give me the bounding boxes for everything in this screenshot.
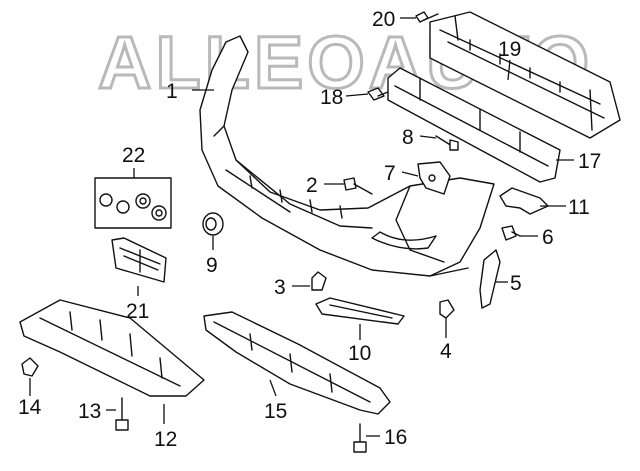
callout-3: 3 [274,276,286,299]
callout-17: 17 [578,150,601,173]
callout-19: 19 [498,38,521,61]
part-21-license-bracket [111,237,167,283]
part-17-bumper-reinforcement [387,67,561,183]
part-22-clip-kit [94,177,172,229]
part-15-air-deflector [203,311,391,415]
fastener-18-push-pin [367,87,389,101]
part-5-side-bracket [479,249,501,309]
fastener-13-bolt [115,397,129,431]
fastener-4-clip [439,299,455,319]
part-10-lower-grille [315,297,405,325]
callout-15: 15 [264,400,287,423]
callout-8: 8 [402,126,414,149]
callout-4: 4 [440,340,452,363]
part-7-bracket [417,161,451,195]
callout-14: 14 [18,396,42,419]
callout-1: 1 [166,80,178,103]
callout-21: 22 [122,144,145,167]
fastener-14-clip [21,357,39,377]
callout-10: 10 [348,342,371,365]
callout-11: 11 [568,196,590,219]
callout-2: 2 [306,174,318,197]
callout-9: 9 [206,254,218,277]
fastener-16-bolt [353,423,367,453]
callout-5: 5 [510,272,522,295]
callout-12: 12 [154,428,177,451]
part-11-mount-bracket [499,187,549,215]
callout-6: 6 [542,226,554,249]
fastener-2-bolt [343,177,373,195]
callout-20: 20 [372,8,395,31]
part-1-bumper-cover [199,35,495,277]
callout-13: 13 [78,400,101,423]
callout-16: 16 [384,426,407,449]
fastener-20-bolt [415,11,439,23]
fastener-6-bolt [501,225,521,241]
callout-7: 7 [384,162,396,185]
leader-lines [29,17,574,437]
fastener-3-clip [311,271,327,291]
part-9-cap [202,212,224,236]
callout-22: 21 [126,300,149,323]
fastener-8-bolt [435,135,459,151]
part-19-impact-absorber-beam [429,11,621,139]
callout-18: 18 [320,86,343,109]
part-12-engine-splash-shield [19,299,205,397]
